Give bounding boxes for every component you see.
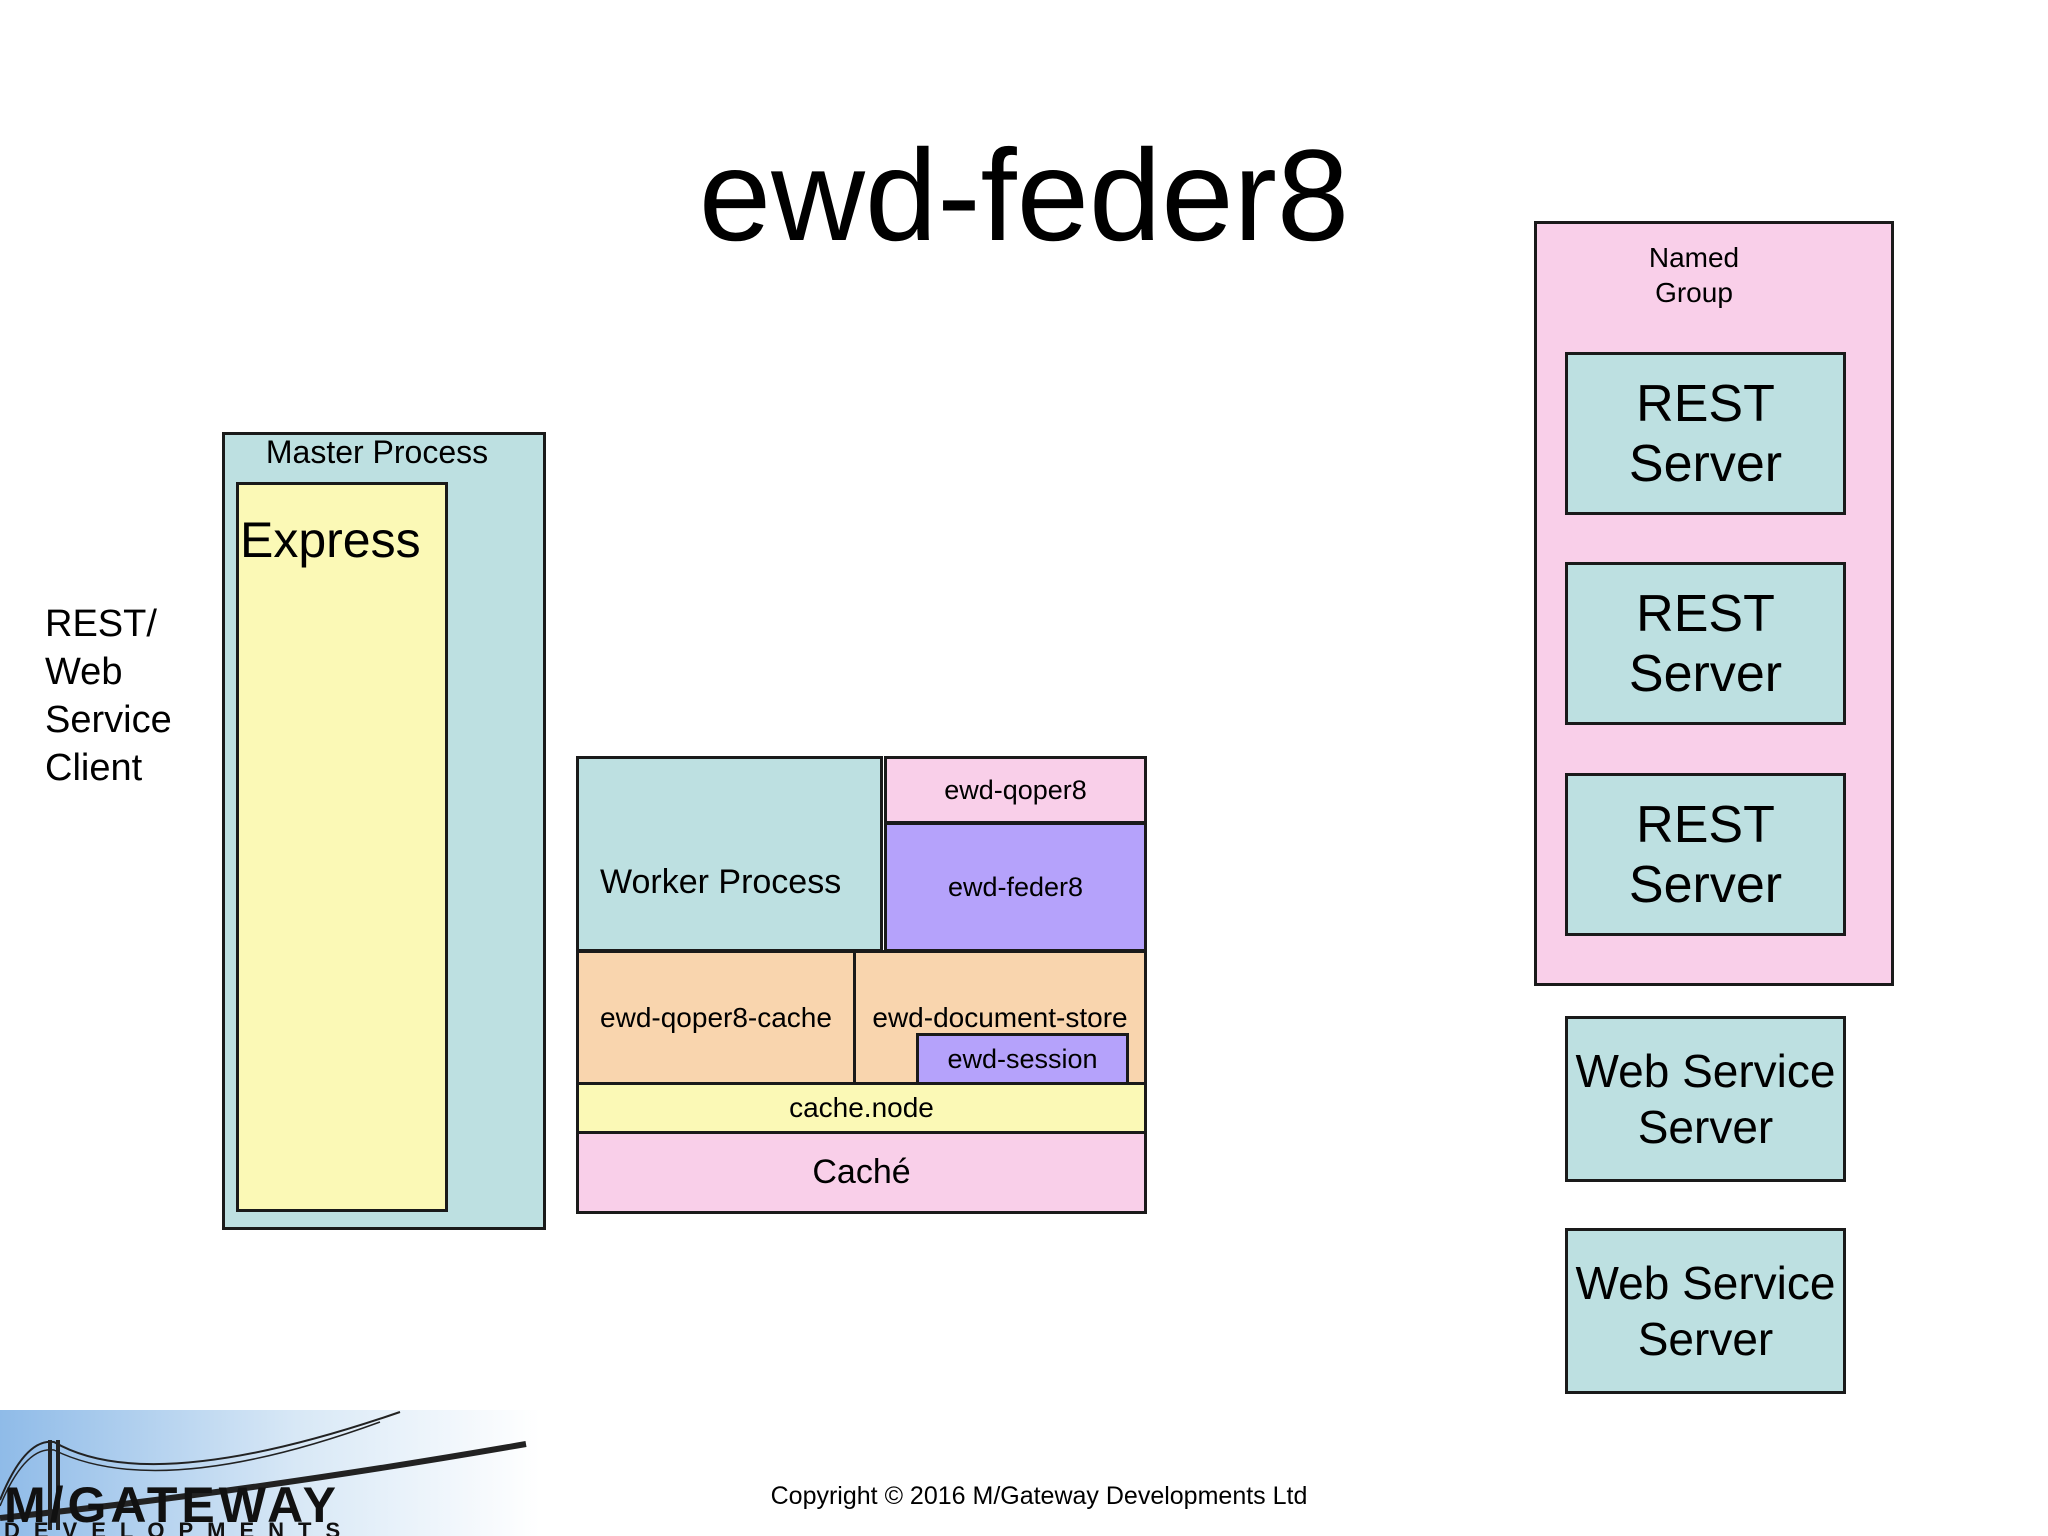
copyright-text: Copyright © 2016 M/Gateway Developments … bbox=[770, 1482, 1308, 1510]
named-group-label: Named Group bbox=[1534, 240, 1854, 310]
web-service-server-box: Web Service Server bbox=[1565, 1228, 1846, 1394]
ewd-document-store-label: ewd-document-store bbox=[872, 1002, 1128, 1033]
rest-server-line: Server bbox=[1628, 855, 1783, 914]
rest-server-line: REST bbox=[1636, 795, 1775, 854]
web-service-server-line: Server bbox=[1637, 1313, 1774, 1365]
logo-wordmark: M/GATEWAY bbox=[4, 1477, 340, 1533]
ewd-session-box: ewd-session bbox=[916, 1033, 1129, 1085]
diagram-title: ewd-feder8 bbox=[698, 122, 1350, 268]
web-service-server-line: Web Service bbox=[1575, 1257, 1836, 1309]
ewd-qoper8-box: ewd-qoper8 bbox=[884, 756, 1147, 824]
named-group-label-line: Named bbox=[1648, 242, 1740, 273]
express-box bbox=[236, 482, 448, 1212]
rest-server-line: REST bbox=[1636, 374, 1775, 433]
web-service-server-line: Server bbox=[1637, 1101, 1774, 1153]
express-label: Express bbox=[240, 512, 421, 568]
web-service-server-line: Web Service bbox=[1575, 1045, 1836, 1097]
rest-server-line: Server bbox=[1628, 434, 1783, 493]
worker-process-box bbox=[576, 756, 883, 952]
client-label-line: REST/ bbox=[45, 603, 157, 645]
logo-sky bbox=[0, 1410, 540, 1536]
mgateway-logo: M/GATEWAY DEVELOPMENTS bbox=[0, 1410, 540, 1536]
worker-process-label: Worker Process bbox=[600, 863, 842, 901]
master-process-label: Master Process bbox=[265, 434, 489, 470]
ewd-feder8-box: ewd-feder8 bbox=[884, 822, 1147, 952]
named-group-label-line: Group bbox=[1655, 277, 1733, 308]
rest-server-box: REST Server bbox=[1565, 773, 1846, 936]
rest-server-box: REST Server bbox=[1565, 352, 1846, 515]
rest-server-line: Server bbox=[1628, 644, 1783, 703]
web-service-server-box: Web Service Server bbox=[1565, 1016, 1846, 1182]
client-label-line: Web bbox=[45, 651, 123, 693]
cache-box: Caché bbox=[576, 1131, 1147, 1214]
client-label-line: Service bbox=[45, 699, 172, 741]
rest-server-box: REST Server bbox=[1565, 562, 1846, 725]
ewd-qoper8-cache-box: ewd-qoper8-cache bbox=[576, 950, 856, 1086]
cache-node-box: cache.node bbox=[576, 1082, 1147, 1134]
client-label: REST/ Web Service Client bbox=[45, 600, 245, 792]
bridge-icon bbox=[0, 1411, 527, 1530]
client-label-line: Client bbox=[45, 747, 143, 789]
logo-subtitle: DEVELOPMENTS bbox=[4, 1518, 354, 1536]
rest-server-line: REST bbox=[1636, 584, 1775, 643]
